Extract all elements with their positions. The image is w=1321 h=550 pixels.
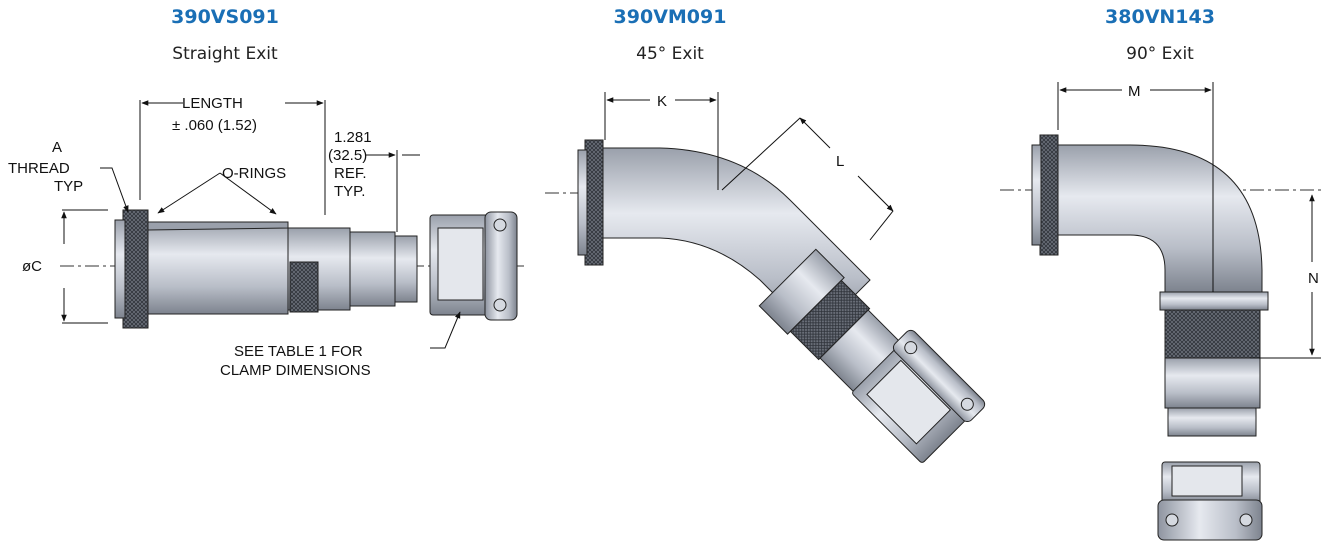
- label-thread: THREAD: [8, 160, 70, 177]
- dim-length: LENGTH: [182, 95, 243, 112]
- title-390vm091: 390VM091: [613, 6, 727, 28]
- subtitle-straight-exit: Straight Exit: [172, 44, 278, 64]
- clamp-straight: [429, 211, 518, 321]
- dim-m: M: [1128, 83, 1141, 100]
- title-380vn143: 380VN143: [1105, 6, 1215, 28]
- dim-tolerance: ± .060 (1.52): [172, 117, 257, 134]
- connector-90-drawing: [1000, 82, 1321, 541]
- clamp-90: [1157, 461, 1263, 541]
- note-line1: SEE TABLE 1 FOR: [234, 343, 363, 360]
- label-thread-a: A: [52, 139, 62, 156]
- note-line2: CLAMP DIMENSIONS: [220, 362, 371, 379]
- subtitle-90-exit: 90° Exit: [1126, 44, 1194, 64]
- connector-45-drawing: [545, 92, 986, 463]
- label-thread-typ: TYP: [54, 178, 83, 195]
- label-dia-c: øC: [22, 258, 42, 275]
- clamp-45: [852, 329, 986, 463]
- dim-ref: REF.: [334, 165, 367, 182]
- label-o-rings: O-RINGS: [222, 165, 286, 182]
- dim-ref-in: 1.281: [334, 129, 372, 146]
- title-390vs091: 390VS091: [171, 6, 279, 28]
- dim-typ2: TYP.: [334, 183, 365, 200]
- dim-l: L: [836, 153, 844, 170]
- dim-ref-mm: (32.5): [328, 147, 367, 164]
- straight-connector-drawing: [60, 100, 525, 349]
- dim-k: K: [657, 93, 667, 110]
- subtitle-45-exit: 45° Exit: [636, 44, 704, 64]
- dim-n: N: [1308, 270, 1319, 287]
